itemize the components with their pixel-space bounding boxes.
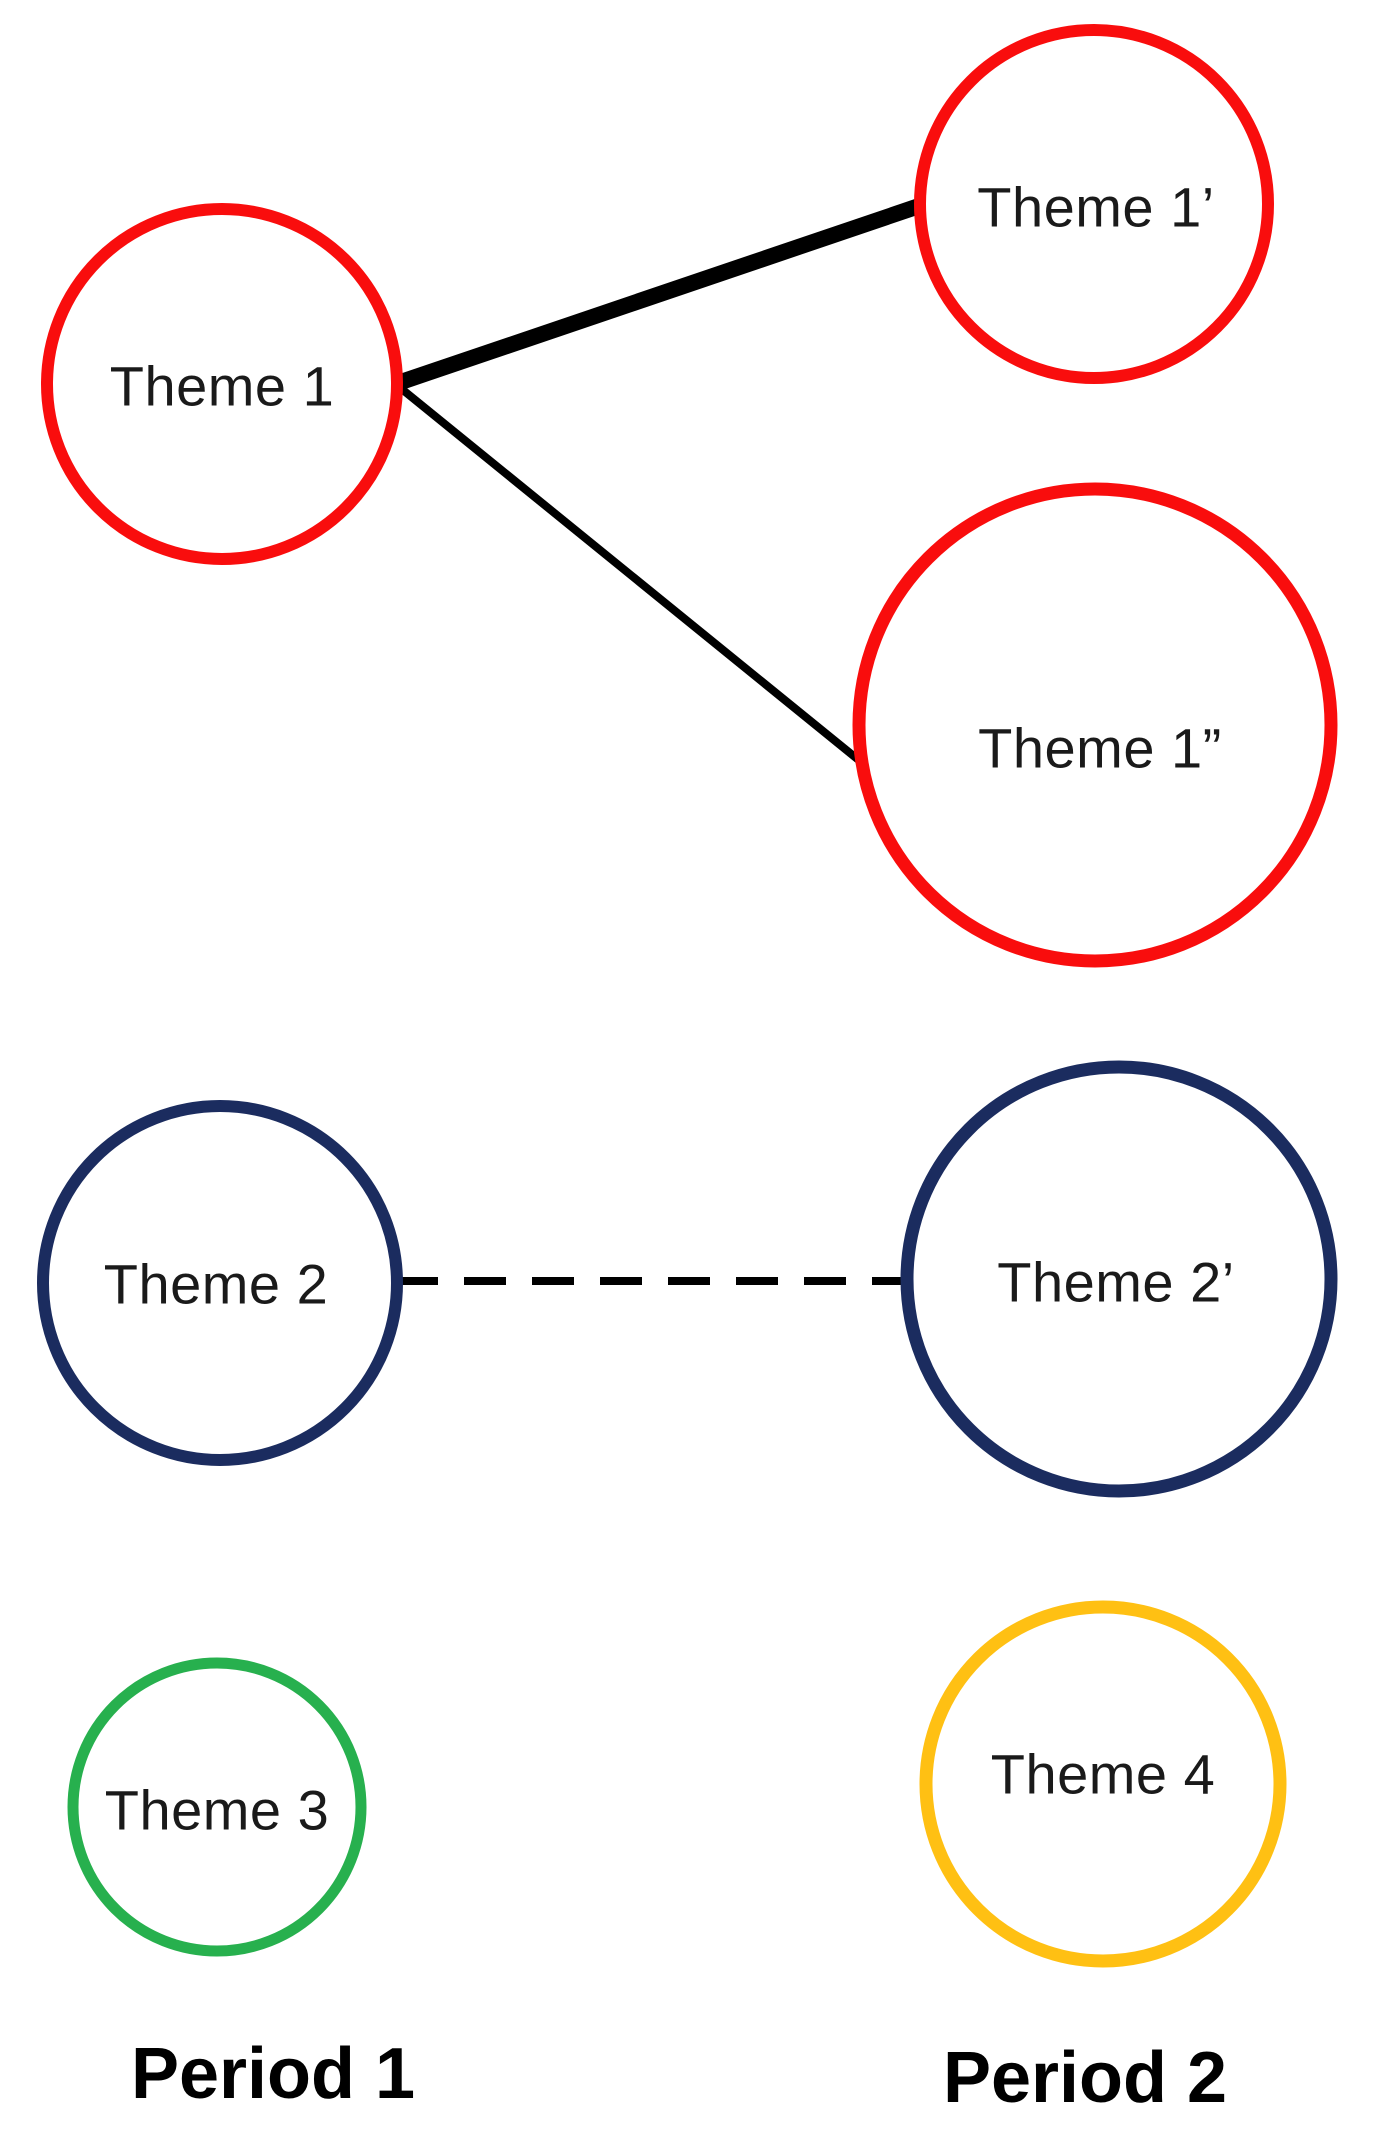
theme-3-label: Theme 3 xyxy=(104,1778,330,1842)
theme-1-label: Theme 1 xyxy=(109,354,335,418)
connector-theme1-theme1doubleprime xyxy=(395,382,869,770)
connector-theme1-theme1prime xyxy=(395,196,928,391)
theme-2-label: Theme 2 xyxy=(103,1252,329,1316)
theme-2-prime-circle xyxy=(900,1060,1338,1498)
theme-1-double-prime-label: Theme 1” xyxy=(978,716,1222,780)
theme-1-prime-label: Theme 1’ xyxy=(977,175,1215,239)
period-2-label: Period 2 xyxy=(942,2038,1228,2118)
theme-2-circle xyxy=(37,1100,403,1466)
theme-3-circle xyxy=(67,1657,367,1957)
theme-1-circle xyxy=(41,203,403,565)
theme-1-double-prime-circle xyxy=(852,482,1338,968)
theme-1-prime-circle xyxy=(914,24,1274,384)
theme-4-circle xyxy=(919,1600,1287,1968)
theme-2-prime-label: Theme 2’ xyxy=(997,1250,1235,1314)
theme-4-label: Theme 4 xyxy=(990,1742,1216,1806)
period-1-label: Period 1 xyxy=(130,2034,416,2114)
